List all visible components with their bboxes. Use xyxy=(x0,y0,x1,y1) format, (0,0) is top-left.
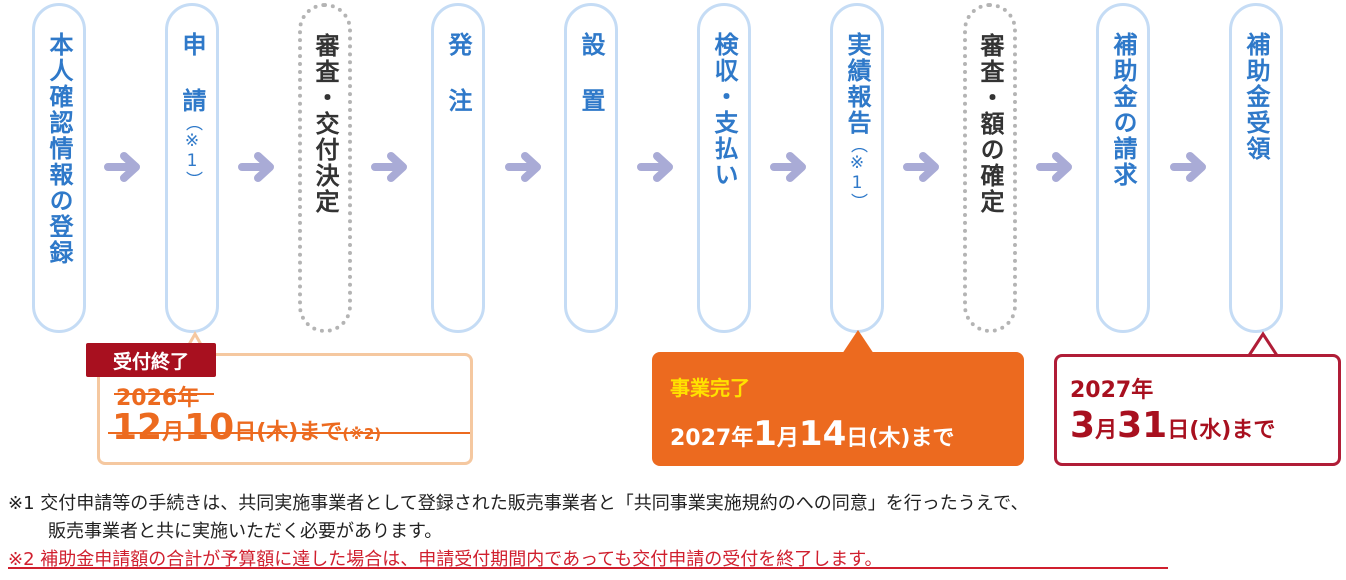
step-label: 補助金受領 xyxy=(1242,32,1270,162)
step-note: （※1） xyxy=(182,114,202,188)
arrow-right-icon xyxy=(505,152,541,182)
arrow-right-icon xyxy=(637,152,673,182)
strike-line xyxy=(114,393,214,395)
arrow-right-icon xyxy=(1036,152,1072,182)
step-label: 審査・交付決定 xyxy=(311,33,339,215)
footnote-1-continued: 販売事業者と共に実施いただく必要があります。 xyxy=(48,521,443,542)
strike-line xyxy=(108,432,470,434)
step-label: 検収・支払い xyxy=(710,32,738,188)
footnote-2-strike-line xyxy=(8,567,1168,569)
arrow-right-icon xyxy=(238,152,274,182)
arrow-right-icon xyxy=(104,152,140,182)
step-label: 実績報告 xyxy=(843,32,871,136)
footnote-2: ※2 補助金申請額の合計が予算額に達した場合は、申請受付期間内であっても交付申請… xyxy=(8,549,883,570)
step-note: （※1） xyxy=(847,136,867,210)
callout-pointer xyxy=(842,330,874,354)
step-performance-report: 実績報告（※1） xyxy=(830,3,884,333)
arrow-right-icon xyxy=(371,152,407,182)
deadline-date: 12月10日(木)まで(※2) xyxy=(112,407,382,448)
completion-title: 事業完了 xyxy=(670,376,750,400)
step-label: 設 置 xyxy=(577,32,605,114)
step-identity-registration: 本人確認情報の登録 xyxy=(32,3,86,333)
step-label: 申 請 xyxy=(178,32,206,114)
step-review-amount-confirmation: 審査・額の確定 xyxy=(963,3,1017,333)
step-label: 審査・額の確定 xyxy=(976,33,1004,215)
completion-date: 2027年1月14日(木)まで xyxy=(670,414,955,454)
project-completion-box xyxy=(652,352,1024,466)
step-order: 発 注 xyxy=(431,3,485,333)
step-label: 本人確認情報の登録 xyxy=(45,32,73,266)
receipt-date: 3月31日(水)まで xyxy=(1070,405,1276,446)
receipt-deadline-box xyxy=(1054,354,1341,466)
step-label: 発 注 xyxy=(444,32,472,114)
step-subsidy-receipt: 補助金受領 xyxy=(1229,3,1283,333)
closed-badge: 受付終了 xyxy=(86,343,216,377)
step-inspection-payment: 検収・支払い xyxy=(697,3,751,333)
footnote-1: ※1 交付申請等の手続きは、共同実施事業者として登録された販売事業者と「共同事業… xyxy=(8,493,1029,514)
deadline-year: 2026年 xyxy=(116,386,200,411)
arrow-right-icon xyxy=(903,152,939,182)
step-installation: 設 置 xyxy=(564,3,618,333)
arrow-right-icon xyxy=(1170,152,1206,182)
step-application: 申 請（※1） xyxy=(165,3,219,333)
arrow-right-icon xyxy=(770,152,806,182)
receipt-year: 2027年 xyxy=(1070,378,1154,403)
step-subsidy-claim: 補助金の請求 xyxy=(1096,3,1150,333)
step-review-grant-decision: 審査・交付決定 xyxy=(298,3,352,333)
step-label: 補助金の請求 xyxy=(1109,32,1137,188)
